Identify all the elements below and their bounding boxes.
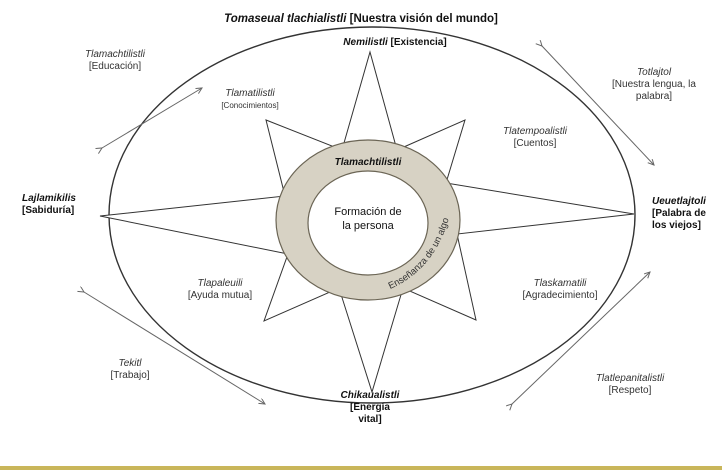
center-line1: Formación de bbox=[334, 206, 402, 218]
inner-sw-meaning: [Ayuda mutua] bbox=[187, 290, 253, 301]
inner-se: Tlaskamatili [Agradecimiento] bbox=[505, 278, 615, 302]
cardinal-south: Chikaualistli [Energía vital] bbox=[325, 390, 415, 426]
inner-nw-meaning: [Conocimientos] bbox=[221, 101, 279, 110]
north-meaning: [Existencia] bbox=[390, 37, 447, 48]
inner-sw-name: Tlapaleuili bbox=[197, 278, 243, 289]
title-rest: [Nuestra visión del mundo] bbox=[349, 13, 498, 25]
cardinal-west: Lajlamikilis [Sabiduría] bbox=[22, 193, 102, 217]
outer-ne-meaning-2: palabra] bbox=[635, 91, 673, 102]
arrow-sw bbox=[84, 292, 265, 404]
title-italic: Tomaseual tlachialistli bbox=[224, 13, 347, 25]
outer-ne: Totlajtol [Nuestra lengua, la palabra] bbox=[598, 67, 710, 103]
inner-se-name: Tlaskamatili bbox=[533, 278, 587, 289]
bottom-band bbox=[0, 466, 722, 470]
outer-nw-name: Tlamachtilistli bbox=[84, 49, 145, 60]
diagram-title: Tomaseual tlachialistli [Nuestra visión … bbox=[0, 13, 722, 25]
ring-inner bbox=[307, 170, 429, 276]
arrow-se bbox=[512, 272, 650, 404]
south-meaning-1: [Energía bbox=[349, 402, 390, 413]
outer-sw-name: Tekitl bbox=[118, 358, 142, 369]
east-name: Ueuetlajtoli bbox=[652, 196, 706, 207]
inner-se-meaning: [Agradecimiento] bbox=[522, 290, 598, 301]
arrow-ne bbox=[542, 46, 654, 165]
outer-se-name: Tlatlepanitalistli bbox=[595, 373, 665, 384]
center-label: Formación de la persona bbox=[318, 205, 418, 233]
south-name: Chikaualistli bbox=[340, 390, 400, 401]
outer-sw: Tekitl [Trabajo] bbox=[90, 358, 170, 382]
outer-se: Tlatlepanitalistli [Respeto] bbox=[575, 373, 685, 397]
south-meaning-2: vital] bbox=[358, 414, 382, 425]
outer-ne-meaning-1: [Nuestra lengua, la bbox=[612, 79, 696, 90]
arrow-nw bbox=[102, 88, 202, 148]
outer-nw: Tlamachtilistli [Educación] bbox=[60, 49, 170, 73]
outer-se-meaning: [Respeto] bbox=[608, 385, 652, 396]
west-name: Lajlamikilis bbox=[22, 193, 76, 204]
ring-top-label: Tlamachtilistli bbox=[318, 157, 418, 169]
ring-top-text: Tlamachtilistli bbox=[334, 157, 402, 168]
north-name: Nemilistli bbox=[343, 37, 388, 48]
inner-nw: Tlamatilistli [Conocimientos] bbox=[200, 88, 300, 112]
outer-sw-meaning: [Trabajo] bbox=[110, 370, 150, 381]
inner-ne-name: Tlatempoalistli bbox=[503, 126, 567, 137]
east-meaning-2: los viejos] bbox=[652, 220, 701, 231]
inner-nw-name: Tlamatilistli bbox=[225, 88, 275, 99]
inner-ne-meaning: [Cuentos] bbox=[513, 138, 557, 149]
outer-ne-name: Totlajtol bbox=[636, 67, 672, 78]
outer-nw-meaning: [Educación] bbox=[88, 61, 142, 72]
cardinal-north: Nemilistli [Existencia] bbox=[320, 37, 470, 49]
west-meaning: [Sabiduría] bbox=[22, 205, 75, 216]
cardinal-east: Ueuetlajtoli [Palabra de los viejos] bbox=[652, 196, 722, 232]
east-meaning-1: [Palabra de bbox=[652, 208, 706, 219]
inner-sw: Tlapaleuili [Ayuda mutua] bbox=[170, 278, 270, 302]
inner-ne: Tlatempoalistli [Cuentos] bbox=[485, 126, 585, 150]
center-line2: la persona bbox=[342, 220, 394, 232]
